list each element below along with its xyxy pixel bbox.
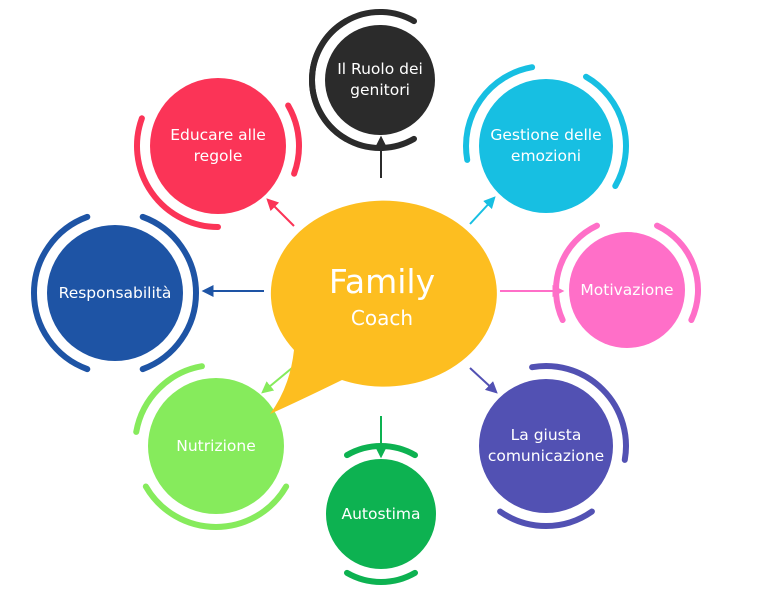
node-circle-comunicazione: [479, 379, 613, 513]
ring-arc-ruolo: [309, 9, 417, 151]
ring-arc-motivazione: [654, 222, 701, 324]
circle-layer: [47, 25, 685, 569]
ring-arc-autostima: [344, 569, 418, 585]
hub-subtitle: Coach: [350, 306, 414, 330]
ring-arc-responsabilita: [31, 213, 91, 373]
ring-arc-regole: [285, 102, 303, 177]
ring-layer: [31, 9, 701, 585]
node-circle-ruolo: [325, 25, 435, 135]
ring-arc-emozioni: [463, 64, 536, 163]
ring-arc-regole: [134, 115, 221, 230]
ring-arc-comunicazione: [497, 508, 595, 529]
arrow-layer: [201, 135, 565, 459]
node-circle-autostima: [326, 459, 436, 569]
arrow-emozioni: [469, 196, 496, 225]
ring-arc-comunicazione: [529, 363, 629, 463]
node-circle-emozioni: [479, 79, 613, 213]
ring-arc-nutrizione: [133, 363, 205, 435]
ring-arc-responsabilita: [139, 213, 199, 373]
ring-arc-emozioni: [583, 73, 629, 189]
speech-bubble-shape: [270, 200, 497, 414]
node-circle-regole: [150, 78, 286, 214]
node-circle-motivazione: [569, 232, 685, 348]
node-circle-responsabilita: [47, 225, 183, 361]
ring-arc-nutrizione: [142, 483, 290, 530]
hub-title: Family: [328, 262, 436, 301]
ring-arc-motivazione: [553, 222, 600, 324]
arrow-regole: [266, 198, 295, 227]
arrow-nutrizione: [261, 367, 293, 394]
arrow-comunicazione: [469, 367, 498, 394]
node-circle-nutrizione: [148, 378, 284, 514]
hub-bubble: [270, 200, 497, 414]
